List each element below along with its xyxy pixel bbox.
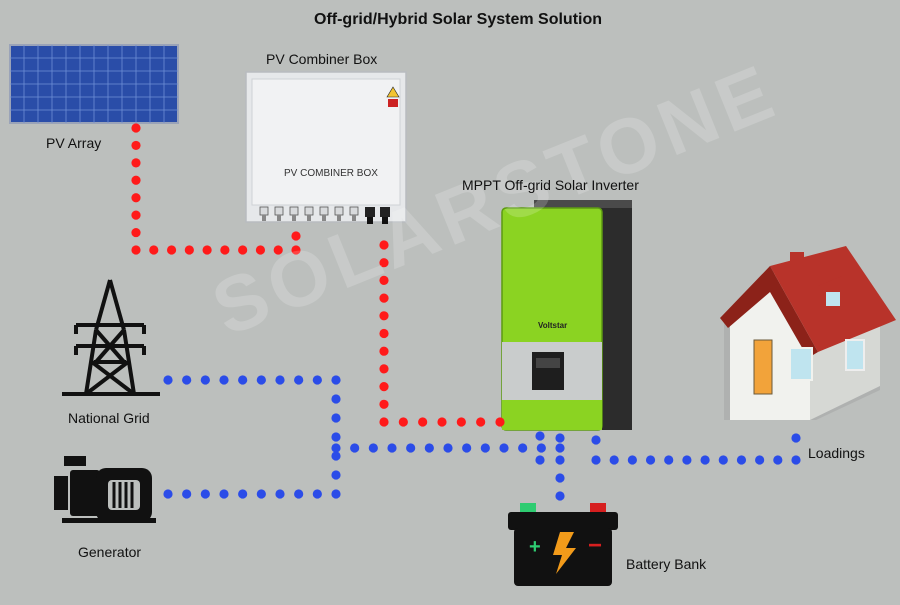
inverter-icon [501, 200, 632, 431]
inverter-brand-label: Voltstar [538, 321, 568, 330]
loadings-label: Loadings [808, 445, 865, 461]
inverter-to-battery-line [535, 431, 565, 501]
national-grid-label: National Grid [68, 410, 150, 426]
combiner-box-label: PV Combiner Box [266, 51, 378, 67]
combiner-box-front-label: PV COMBINER BOX [284, 168, 378, 179]
generator-label: Generator [78, 544, 142, 560]
ac-input-line [331, 433, 565, 453]
svg-text:+: + [529, 536, 541, 558]
svg-text:−: − [588, 532, 602, 559]
combiner-box-icon [245, 71, 407, 224]
battery-icon: + − [508, 503, 618, 586]
pv-array-label: PV Array [46, 135, 102, 151]
transmission-tower-icon [62, 279, 160, 396]
connection-lines [131, 123, 801, 501]
generator-icon [54, 456, 156, 523]
pv-to-combiner-line [131, 123, 301, 255]
solar-panel-icon [9, 44, 179, 124]
combiner-to-inverter-line [379, 240, 505, 427]
battery-bank-label: Battery Bank [626, 556, 707, 572]
inverter-label: MPPT Off-grid Solar Inverter [462, 177, 639, 193]
house-icon [720, 246, 896, 420]
diagram-title: Off-grid/Hybrid Solar System Solution [314, 11, 603, 28]
inverter-to-load-line [591, 433, 801, 465]
grid-generator-line [163, 375, 341, 499]
